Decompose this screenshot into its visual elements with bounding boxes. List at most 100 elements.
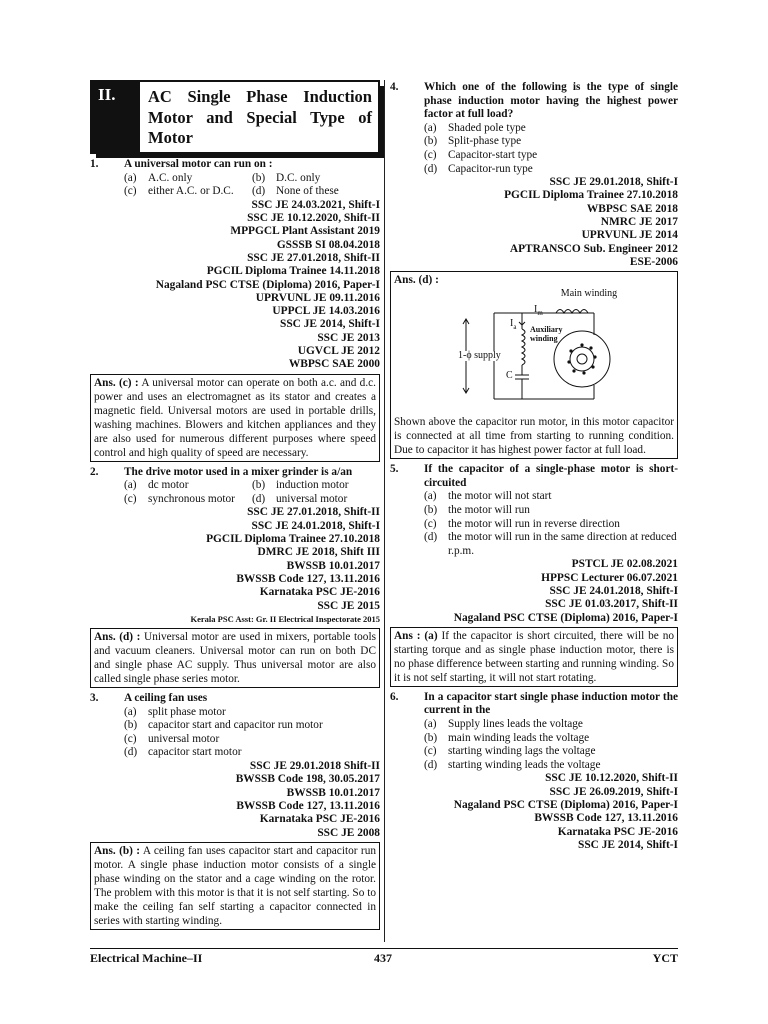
- supply-label: 1-ϕ supply: [456, 350, 503, 362]
- option-key: (b): [124, 719, 138, 732]
- exam-source: Karnataka PSC JE-2016: [259, 813, 380, 826]
- option-text: the motor will run in reverse direction: [448, 517, 620, 530]
- answer-label: Ans : (a): [394, 629, 438, 642]
- answer-text: Universal motor are used in mixers, port…: [94, 631, 376, 686]
- option-text: Capacitor-run type: [448, 162, 533, 175]
- option-list: (a)split phase motor(b)capacitor start a…: [90, 706, 380, 760]
- exam-source: GSSSB SI 08.04.2018: [276, 238, 380, 251]
- exam-source: Nagaland PSC CTSE (Diploma) 2016, Paper-…: [155, 278, 380, 291]
- footer-publisher: YCT: [652, 951, 678, 965]
- exam-source: SSC JE 10.12.2020, Shift-II: [247, 212, 380, 225]
- answer-label: Ans. (b) :: [94, 844, 141, 857]
- answer-box: Ans. (b) : A ceiling fan uses capacitor …: [90, 841, 380, 930]
- option-row: (a) Shaded pole type: [424, 122, 678, 136]
- option-key: (c): [124, 185, 137, 198]
- option-key: (b): [252, 171, 266, 184]
- right-column: 4.Which one of the following is the type…: [390, 80, 678, 852]
- answer-label: Ans. (c) :: [94, 376, 139, 389]
- exam-source: SSC JE 26.09.2019, Shift-I: [549, 785, 678, 798]
- question-5: 5. If the capacitor of a single-phase mot…: [390, 463, 678, 687]
- exam-source: BWSSB Code 127, 13.11.2016: [236, 799, 380, 812]
- exam-source: Nagaland PSC CTSE (Diploma) 2016, Paper-…: [453, 799, 678, 812]
- option-key: (b): [424, 731, 438, 744]
- option-key: (a): [124, 171, 137, 184]
- option-row: (b)capacitor start and capacitor run mot…: [124, 719, 380, 733]
- left-column: II. AC Single Phase Induction Motor and …: [90, 80, 384, 934]
- chapter-number: II.: [92, 82, 140, 152]
- answer-label: Ans. (d) :: [394, 274, 439, 287]
- option-key: (d): [252, 185, 266, 198]
- option-row: (c)universal motor: [124, 733, 380, 747]
- option-text: universal motor: [276, 492, 348, 505]
- option-row: (d) Capacitor-run type: [424, 163, 678, 177]
- exam-source: BWSSB Code 127, 13.11.2016: [534, 812, 678, 825]
- exam-source: DMRC JE 2018, Shift III: [257, 546, 380, 559]
- question-2: 2.The drive motor used in a mixer grinde…: [90, 465, 380, 689]
- aux-winding-label: Auxiliary winding: [530, 325, 563, 344]
- exam-source: SSC JE 10.12.2020, Shift-II: [545, 772, 678, 785]
- option-row: (c)Capacitor-start type: [424, 149, 678, 163]
- exam-source: SSC JE 2013: [317, 331, 380, 344]
- main-current-label: Im: [534, 305, 543, 318]
- option-text: either A.C. or D.C.: [148, 185, 234, 198]
- question-text: A universal motor can run on :: [124, 158, 273, 170]
- option-row: (b)main winding leads the voltage: [424, 732, 678, 746]
- question-number: 5.: [390, 463, 399, 476]
- exam-source: BWSSB Code 127, 13.11.2016: [236, 572, 380, 585]
- question-text: If the capacitor of a single-phase motor…: [424, 463, 678, 489]
- option-row: (a)the motor will not start: [424, 490, 678, 504]
- option-text: Shaded pole type: [448, 121, 526, 134]
- exam-source: SSC JE 27.01.2018, Shift-II: [247, 251, 380, 264]
- exam-source: UGVCL JE 2012: [297, 345, 380, 358]
- question-1: 1.A universal motor can run on : (a)A.C.…: [90, 158, 380, 462]
- question-number: 6.: [390, 690, 399, 703]
- exam-source: MPPGCL Plant Assistant 2019: [230, 225, 380, 238]
- option-list: (a) Supply lines leads the voltage(b)main…: [390, 718, 678, 772]
- option-text: Capacitor-start type: [448, 148, 538, 161]
- option-key: (b): [424, 504, 438, 517]
- option-key: (c): [424, 517, 437, 530]
- exam-source: NMRC JE 2017: [600, 216, 678, 229]
- footer-subject: Electrical Machine–II: [90, 951, 203, 965]
- option-text: dc motor: [148, 479, 189, 492]
- option-row: (b)the motor will run: [424, 504, 678, 518]
- option-text: Split-phase type: [448, 135, 522, 148]
- exam-source: PGCIL Diploma Trainee 27.10.2018: [504, 189, 678, 202]
- option-key: (a): [424, 718, 437, 731]
- option-text: synchronous motor: [148, 492, 235, 505]
- exam-source: UPRVUNL JE 09.11.2016: [255, 291, 380, 304]
- exam-source: SSC JE 27.01.2018, Shift-II: [247, 506, 380, 519]
- question-number: 2.: [90, 465, 99, 478]
- option-list: (a)Shaded pole type(b)Split-phase type(c…: [390, 122, 678, 176]
- option-row: (d)capacitor start motor: [124, 746, 380, 760]
- option-key: (d): [424, 758, 438, 771]
- main-current-subscript: m: [537, 309, 543, 318]
- exam-source: SSC JE 29.01.2018, Shift-I: [549, 176, 678, 189]
- exam-source: PGCIL Diploma Trainee 14.11.2018: [206, 265, 380, 278]
- question-number: 1.: [90, 158, 99, 170]
- option-key: (b): [252, 479, 266, 492]
- option-key: (d): [424, 162, 438, 175]
- option-key: (c): [124, 732, 137, 745]
- aux-current-symbol: I: [510, 318, 514, 330]
- option-key: (a): [424, 121, 437, 134]
- option-text: induction motor: [276, 479, 349, 492]
- exam-source: SSC JE 29.01.2018 Shift-II: [249, 760, 380, 773]
- capacitor-run-motor-diagram: Main winding Im Ia Auxiliary winding 1-ϕ…: [394, 287, 674, 415]
- option-text: Supply lines leads the voltage: [448, 718, 583, 731]
- page-number: 437: [374, 951, 392, 965]
- answer-box: Ans. (d) :: [390, 271, 678, 460]
- option-row: (c)starting winding lags the voltage: [424, 745, 678, 759]
- answer-text: Shown above the capacitor run motor, in …: [394, 416, 674, 457]
- question-6: 6.In a capacitor start single phase indu…: [390, 691, 678, 852]
- option-text: split phase motor: [148, 705, 226, 718]
- option-text: D.C. only: [276, 171, 321, 184]
- question-3: 3.A ceiling fan uses (a)split phase moto…: [90, 692, 380, 930]
- exam-source: BWSSB Code 198, 30.05.2017: [235, 773, 380, 786]
- main-winding-label: Main winding: [560, 288, 618, 300]
- exam-source: SSC JE 2008: [317, 826, 380, 839]
